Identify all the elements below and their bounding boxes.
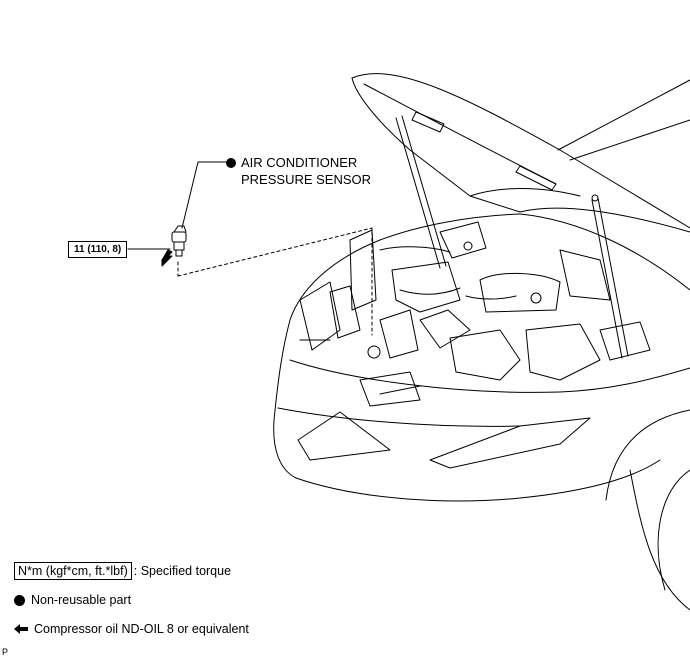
hood (351, 73, 690, 233)
leader-lines (127, 161, 227, 250)
oil-arrow-icon (14, 624, 28, 634)
location-dashed-line (177, 227, 373, 336)
legend-nonreusable: Non-reusable part (14, 593, 131, 607)
part-name-line1: AIR CONDITIONER (241, 155, 358, 170)
legend-compressor-oil: Compressor oil ND-OIL 8 or equivalent (14, 622, 249, 636)
engine-bay-components (299, 221, 651, 407)
corner-mark: P (2, 647, 9, 657)
non-reusable-dot-icon (14, 594, 25, 606)
part-name-callout: AIR CONDITIONER PRESSURE SENSOR (226, 154, 371, 188)
hood-struts (395, 115, 629, 359)
torque-value-box: 11 (110, 8) (68, 241, 128, 258)
legend-compressor-oil-text: Compressor oil ND-OIL 8 or equivalent (34, 622, 249, 636)
pressure-sensor-part (171, 225, 187, 257)
compressor-oil-arrow-marker (161, 249, 173, 267)
non-reusable-dot-icon (226, 158, 236, 168)
legend-nonreusable-text: Non-reusable part (31, 593, 132, 607)
car-body (273, 213, 690, 611)
legend-torque-desc: : Specified torque (133, 564, 232, 578)
legend-torque-unit: N*m (kgf*cm, ft.*lbf) (14, 562, 132, 580)
legend-torque: N*m (kgf*cm, ft.*lbf) : Specified torque (14, 562, 231, 580)
part-name-line2: PRESSURE SENSOR (241, 172, 372, 187)
